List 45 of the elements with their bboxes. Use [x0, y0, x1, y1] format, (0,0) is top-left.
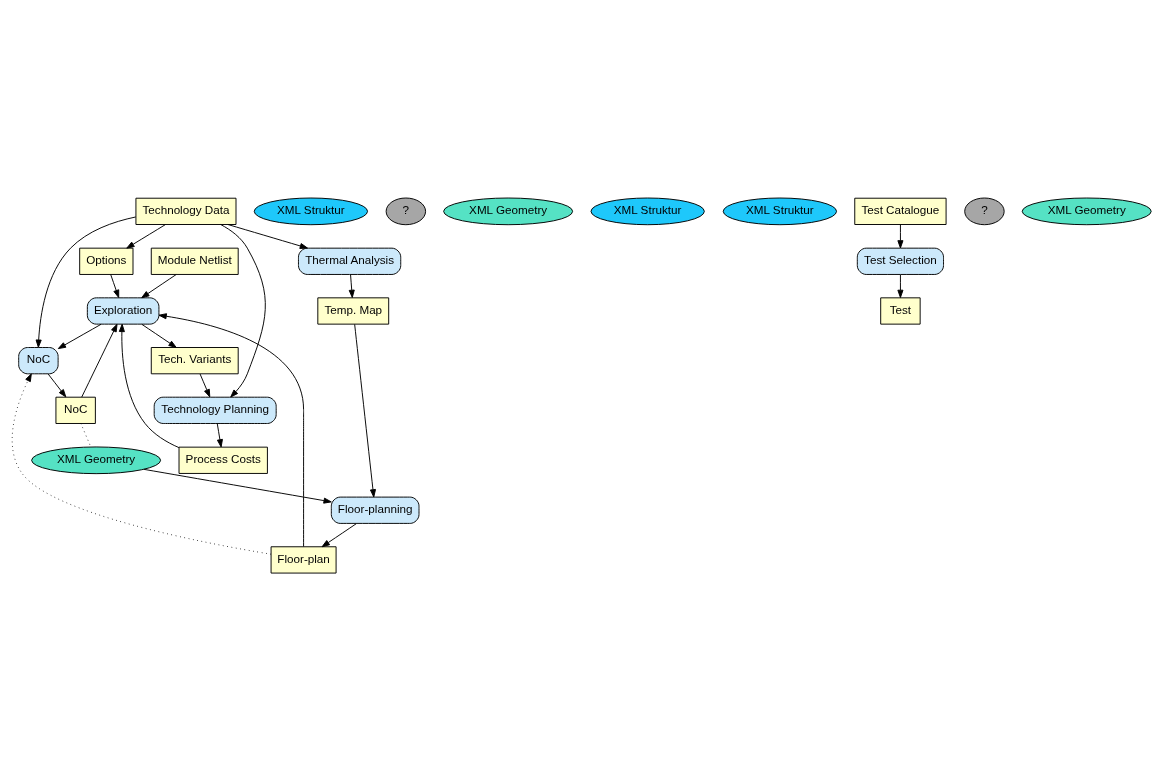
arrow	[143, 468, 332, 504]
node-box: Options	[79, 247, 134, 275]
connector	[80, 423, 92, 448]
arrow	[118, 323, 180, 449]
node-ellipse: XML Geometry	[443, 197, 574, 226]
arrow	[897, 274, 904, 298]
arrow	[321, 523, 358, 548]
node-box: Process Costs	[178, 446, 268, 474]
node-ellipse: XML Struktur	[253, 197, 369, 226]
node-box: NoC	[18, 347, 59, 375]
node-box: Module Netlist	[150, 247, 239, 275]
node-ellipse: XML Geometry	[31, 446, 162, 475]
node-box: Tech. Variants	[150, 347, 239, 375]
arrow	[141, 323, 177, 348]
arrow	[57, 323, 102, 350]
node-box: NoC	[55, 396, 96, 424]
arrow	[141, 274, 177, 299]
node-box: Floor-planning	[330, 496, 420, 524]
node-box: Exploration	[86, 297, 160, 325]
node-ellipse: XML Geometry	[1021, 197, 1152, 226]
arrow	[47, 373, 67, 398]
node-box: Test Catalogue	[854, 197, 947, 225]
node-box: Technology Data	[135, 197, 237, 225]
node-ellipse: XML Struktur	[590, 197, 705, 226]
node-box: Test	[880, 297, 921, 325]
arrow	[126, 224, 166, 249]
arrow	[354, 323, 376, 498]
node-box: Floor-plan	[270, 546, 337, 574]
arrow	[897, 224, 904, 249]
node-box: Thermal Analysis	[298, 247, 402, 275]
arrow	[11, 373, 272, 555]
arrow	[348, 274, 355, 298]
arrow	[220, 224, 266, 398]
arrow	[216, 423, 223, 448]
node-box: Technology Planning	[153, 396, 277, 424]
arrow	[158, 313, 305, 547]
node-ellipse: ?	[385, 197, 427, 226]
arrow	[81, 323, 118, 398]
node-box: Test Selection	[856, 247, 944, 275]
node-ellipse: XML Struktur	[722, 197, 838, 226]
node-box: Temp. Map	[317, 297, 390, 325]
arrow	[110, 274, 120, 298]
node-ellipse: ?	[964, 197, 1005, 226]
arrow	[199, 373, 211, 398]
arrow	[227, 224, 308, 249]
